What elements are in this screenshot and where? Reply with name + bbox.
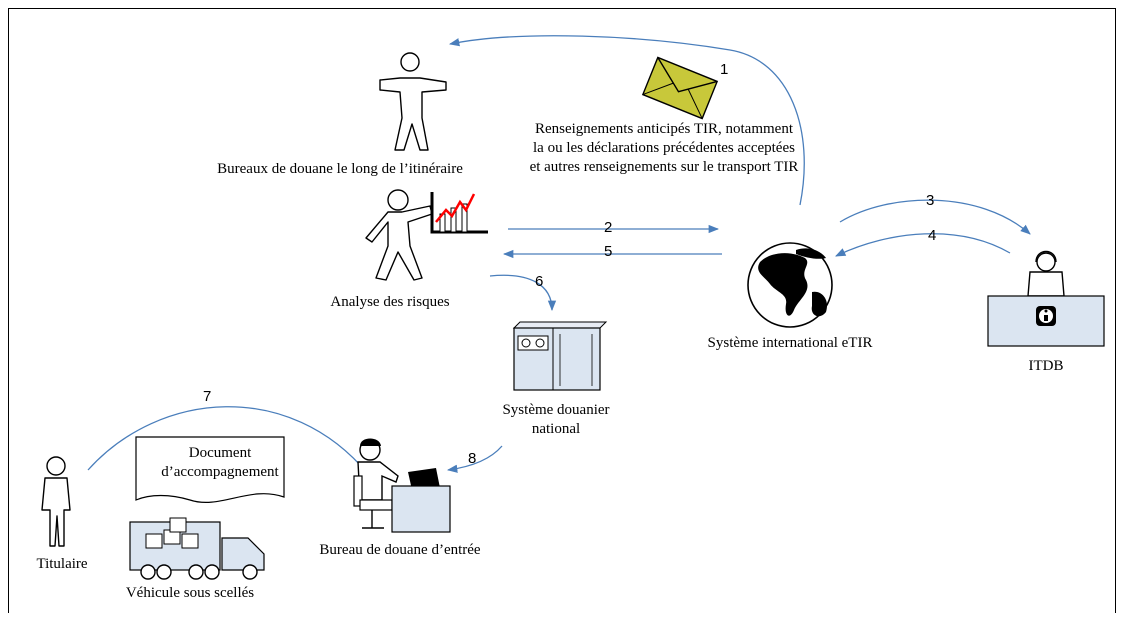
label-vehicule: Véhicule sous scellés — [125, 585, 255, 601]
step-number-2: 2 — [604, 219, 613, 236]
server-icon — [512, 321, 608, 391]
label-renseignements: Renseignements anticipés TIR, notamment … — [529, 121, 799, 175]
entry-officer-icon — [353, 438, 451, 533]
step-number-7: 7 — [203, 388, 212, 405]
arrow-step-6 — [489, 274, 557, 312]
step-number-6: 6 — [535, 273, 544, 290]
step-number-5: 5 — [604, 243, 613, 260]
risk-analyst-icon — [365, 189, 433, 281]
holder-icon — [41, 456, 71, 547]
arrow-step-8 — [446, 445, 503, 473]
arrow-step-4 — [835, 233, 1011, 257]
chart-icon — [430, 192, 488, 234]
label-analyse-risques: Analyse des risques — [330, 294, 450, 310]
arrow-step-3 — [839, 199, 1031, 235]
customs-officer-icon — [379, 52, 447, 151]
label-bureaux-itineraire: Bureaux de douane le long de l’itinérair… — [217, 161, 463, 177]
label-document: Document d’accompagnement — [161, 445, 279, 480]
step-number-1: 1 — [720, 61, 729, 78]
diagram-frame — [8, 8, 1116, 613]
itdb-desk-icon — [987, 250, 1105, 347]
envelope-icon — [641, 56, 719, 120]
label-systeme-national: Système douanier national — [502, 402, 610, 437]
step-number-8: 8 — [468, 450, 477, 467]
arrow-step-1 — [448, 35, 805, 206]
step-number-3: 3 — [926, 192, 935, 209]
label-titulaire: Titulaire — [36, 556, 88, 572]
label-bureau-entree: Bureau de douane d’entrée — [319, 542, 481, 558]
label-itdb: ITDB — [1028, 358, 1064, 374]
globe-icon — [747, 242, 833, 328]
label-systeme-international: Système international eTIR — [707, 335, 873, 351]
step-number-4: 4 — [928, 227, 937, 244]
truck-icon — [129, 517, 265, 580]
document-icon — [135, 436, 285, 504]
arrow-step-7 — [87, 406, 369, 475]
